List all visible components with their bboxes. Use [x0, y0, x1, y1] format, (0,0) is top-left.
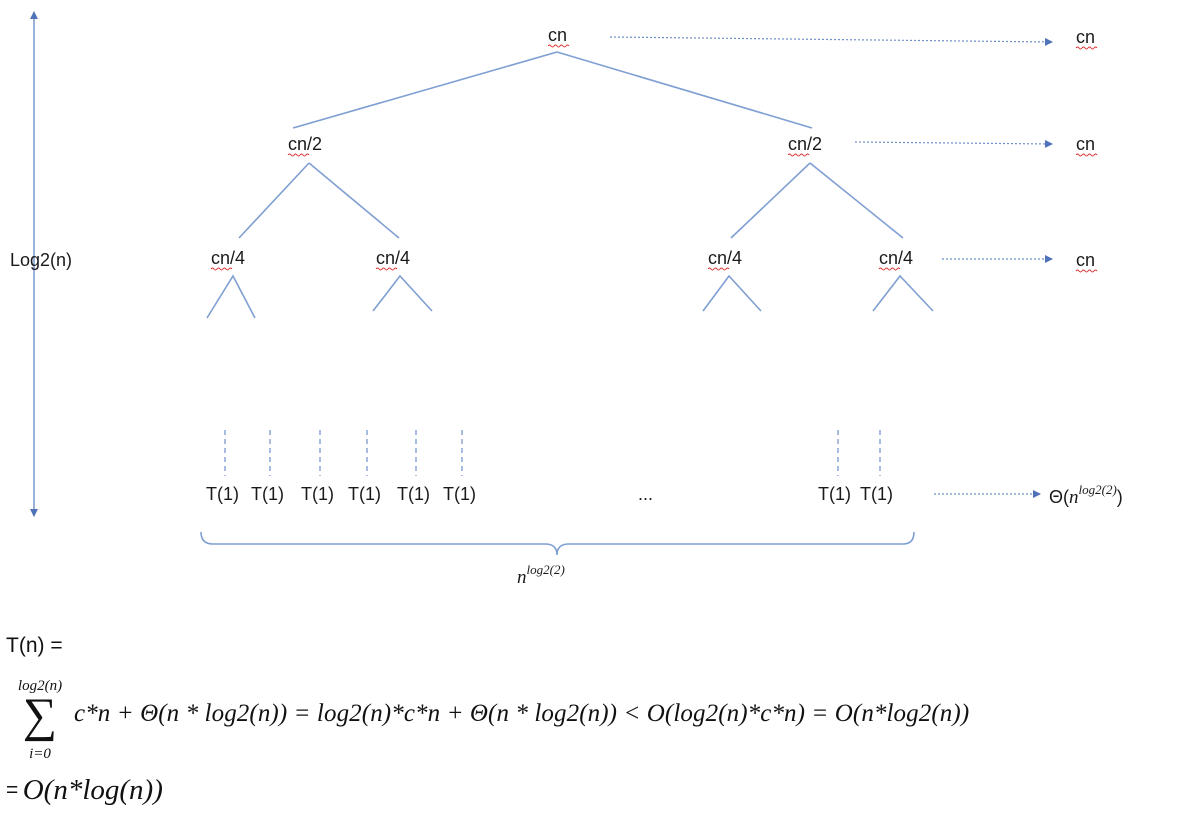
leaf-ellipsis: ... — [638, 484, 653, 504]
tree-edge — [809, 162, 904, 239]
tree-edge — [730, 162, 811, 239]
level2-node: cn/4 — [879, 248, 913, 268]
tree-edge — [308, 162, 400, 239]
tree-edge — [556, 51, 813, 129]
root-node: cn — [548, 25, 567, 45]
spellcheck-underline — [1075, 269, 1098, 273]
sum-upper-limit: log2(n) — [17, 678, 63, 694]
level-cost: cn — [1076, 27, 1095, 47]
subtree-stub — [872, 274, 934, 312]
level1-node-left: cn/2 — [288, 134, 322, 154]
tree-edge — [292, 51, 558, 129]
level2-node: cn/4 — [211, 248, 245, 268]
level1-node-right: cn/2 — [788, 134, 822, 154]
level-cost: cn — [1076, 134, 1095, 154]
leaf-count: nlog2(2) — [517, 562, 565, 588]
level2-node: cn/4 — [708, 248, 742, 268]
leaf-node: T(1) — [397, 484, 430, 504]
leaf-node: T(1) — [348, 484, 381, 504]
subtree-stub — [206, 274, 256, 319]
sum-symbol: ∑ — [22, 689, 58, 742]
level-cost-arrow — [854, 139, 1053, 148]
formula-line-3-result: O(n*log(n)) — [22, 774, 163, 806]
recursion-tree-diagram: Log2(n) cn cn/2 cn/2 cn/4 cn/4 cn/4 cn/4… — [10, 11, 1123, 588]
spellcheck-underline — [375, 267, 398, 271]
leaf-node: T(1) — [206, 484, 239, 504]
spellcheck-underline — [707, 267, 730, 271]
tree-height-label: Log2(n) — [10, 250, 72, 270]
spellcheck-underline — [1075, 46, 1098, 50]
tree-edge — [238, 162, 310, 239]
spellcheck-underline — [1075, 153, 1098, 157]
leaf-node: T(1) — [443, 484, 476, 504]
formula-line-2: c*n + Θ(n * log2(n)) = log2(n)*c*n + Θ(n… — [74, 700, 970, 727]
level-cost-arrow — [609, 36, 1053, 46]
leaf-cost: Θ(nlog2(2)) — [1049, 482, 1123, 508]
spellcheck-underline — [547, 44, 570, 48]
subtree-stub — [372, 274, 433, 312]
level2-node: cn/4 — [376, 248, 410, 268]
spellcheck-underline — [210, 267, 233, 271]
leaf-node: T(1) — [860, 484, 893, 504]
leaf-node: T(1) — [818, 484, 851, 504]
formula-line-3: = O(n*log(n)) — [6, 774, 163, 807]
formula-line-3-prefix: = — [6, 778, 19, 802]
subtree-stub — [702, 274, 762, 312]
leaf-node: T(1) — [251, 484, 284, 504]
spellcheck-underline — [287, 153, 310, 157]
level-cost: cn — [1076, 250, 1095, 270]
leaf-brace — [200, 531, 915, 556]
sum-lower-limit: i=0 — [29, 746, 51, 762]
formula-line-1: T(n) = — [6, 634, 63, 657]
leaf-node: T(1) — [301, 484, 334, 504]
spellcheck-underline — [787, 153, 810, 157]
spellcheck-underline — [878, 267, 901, 271]
